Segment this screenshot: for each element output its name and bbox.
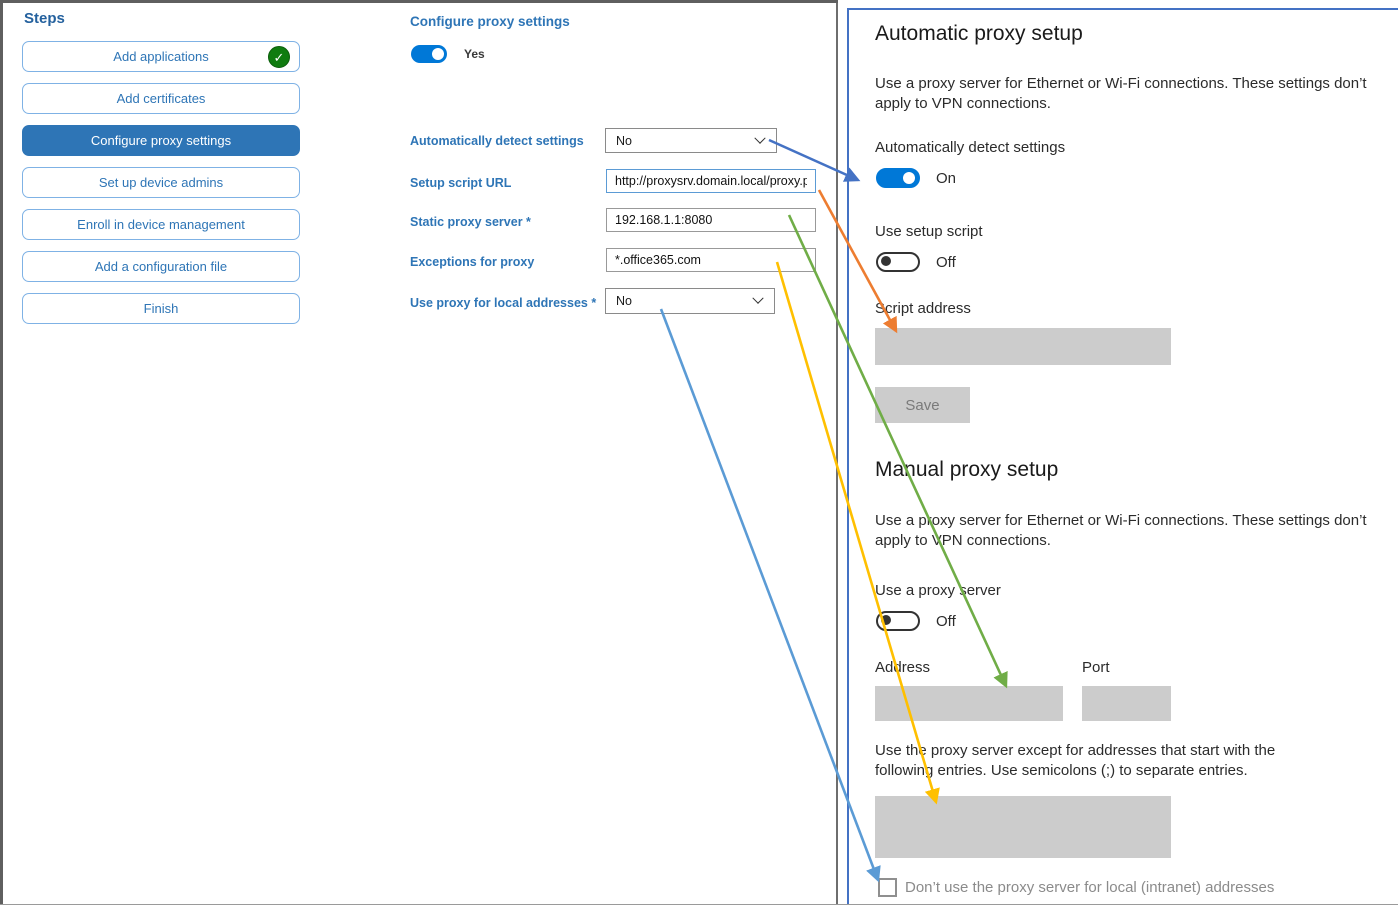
use-setup-script-toggle[interactable] (876, 252, 920, 272)
frame-top-border (0, 0, 838, 3)
field-label-use-proxy-for-local-addresses: Use proxy for local addresses * (410, 296, 597, 310)
port-label: Port (1082, 659, 1110, 676)
step-label: Finish (143, 301, 179, 316)
use-proxy-server-toggle[interactable] (876, 611, 920, 631)
toggle-knob (903, 172, 915, 184)
step-finish[interactable]: Finish (22, 293, 300, 324)
step-configure-proxy-settings[interactable]: Configure proxy settings (22, 125, 300, 156)
intranet-addresses-checkbox-label: Don’t use the proxy server for local (in… (905, 879, 1275, 896)
proxy-address-field[interactable] (875, 686, 1063, 721)
toggle-knob (881, 256, 891, 266)
field-label-static-proxy-server: Static proxy server * (410, 215, 531, 229)
select-value: No (616, 133, 632, 148)
use-proxy-for-local-addresses-select[interactable]: No (605, 288, 775, 314)
select-value: No (616, 294, 632, 308)
automatically-detect-settings-select[interactable]: No (605, 128, 777, 153)
proxy-port-field[interactable] (1082, 686, 1171, 721)
step-add-applications[interactable]: Add applications ✓ (22, 41, 300, 72)
manual-proxy-description: Use a proxy server for Ethernet or Wi-Fi… (875, 512, 1367, 550)
script-address-label: Script address (875, 300, 971, 317)
chevron-down-icon (752, 292, 764, 304)
script-address-field[interactable] (875, 328, 1171, 365)
automatic-proxy-setup-title: Automatic proxy setup (875, 22, 1083, 45)
toggle-knob (881, 615, 891, 625)
form-title: Configure proxy settings (410, 14, 570, 29)
frame-left-border (0, 0, 3, 904)
use-proxy-server-label: Use a proxy server (875, 582, 1001, 599)
field-label-exceptions-for-proxy: Exceptions for proxy (410, 255, 535, 269)
intranet-addresses-checkbox[interactable] (878, 878, 897, 897)
proxy-exceptions-field[interactable] (875, 796, 1171, 858)
chevron-down-icon (754, 132, 766, 144)
detect-settings-label: Automatically detect settings (875, 139, 1066, 156)
field-label-setup-script-url: Setup script URL (410, 176, 512, 190)
sidebar-title: Steps (24, 10, 65, 27)
detect-settings-state: On (936, 170, 957, 187)
step-label: Add applications (113, 49, 209, 64)
check-icon: ✓ (268, 45, 290, 68)
configure-proxy-toggle[interactable] (411, 45, 447, 63)
static-proxy-server-input[interactable] (606, 208, 816, 232)
address-label: Address (875, 659, 931, 676)
steps-sidebar: Steps Add applications ✓ Add certificate… (22, 10, 300, 335)
manual-proxy-setup-title: Manual proxy setup (875, 458, 1059, 481)
toggle-knob (432, 48, 444, 60)
proxy-form-pane: Configure proxy settings Yes Automatical… (410, 0, 840, 904)
step-label: Add a configuration file (94, 259, 228, 274)
step-label: Configure proxy settings (90, 133, 232, 148)
use-proxy-server-state: Off (936, 613, 956, 630)
step-enroll-in-device-management[interactable]: Enroll in device management (22, 209, 300, 240)
exceptions-for-proxy-input[interactable] (606, 248, 816, 272)
detect-settings-toggle[interactable] (876, 168, 920, 188)
windows-proxy-settings-panel: Automatic proxy setup Use a proxy server… (847, 8, 1398, 904)
setup-script-url-input[interactable] (606, 169, 816, 193)
automatic-proxy-description: Use a proxy server for Ethernet or Wi-Fi… (875, 75, 1367, 113)
proxy-exceptions-description: Use the proxy server except for addresse… (875, 742, 1276, 780)
configure-proxy-toggle-state: Yes (464, 47, 485, 61)
step-add-a-configuration-file[interactable]: Add a configuration file (22, 251, 300, 282)
step-set-up-device-admins[interactable]: Set up device admins (22, 167, 300, 198)
field-label-automatically-detect-settings: Automatically detect settings (410, 134, 584, 148)
use-setup-script-state: Off (936, 254, 956, 271)
save-button[interactable]: Save (875, 387, 970, 423)
use-setup-script-label: Use setup script (875, 223, 983, 240)
step-label: Add certificates (116, 91, 206, 106)
step-label: Enroll in device management (77, 217, 245, 232)
step-label: Set up device admins (98, 175, 224, 190)
step-add-certificates[interactable]: Add certificates (22, 83, 300, 114)
